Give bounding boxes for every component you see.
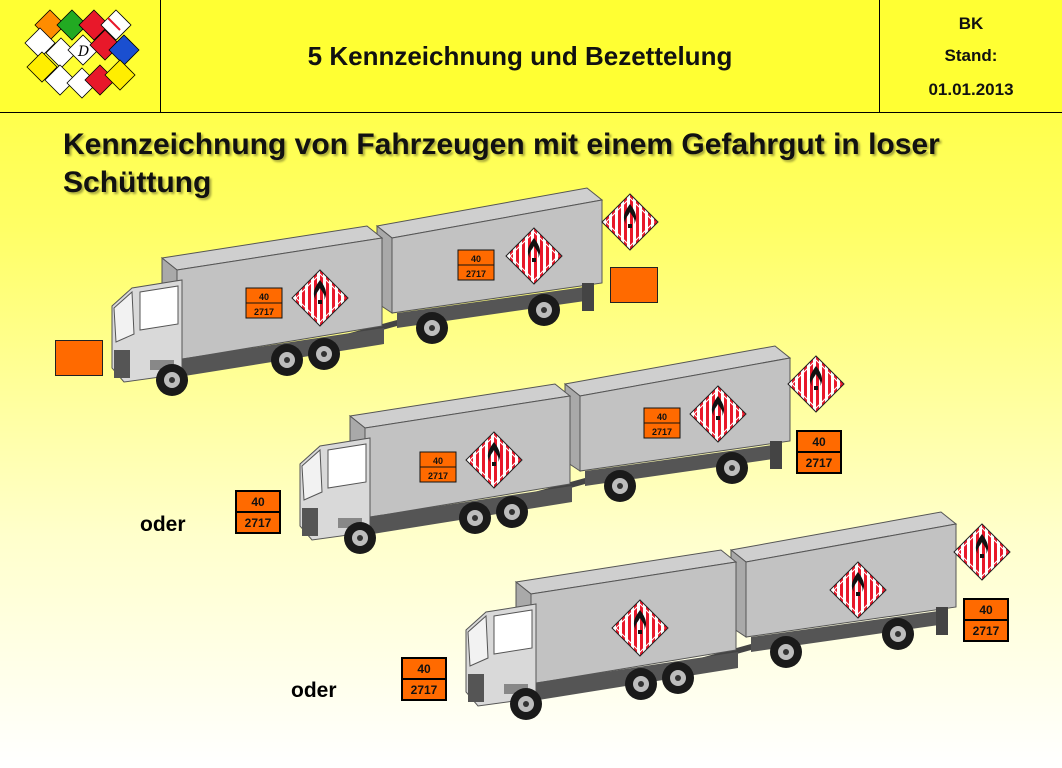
- un-number: 2717: [798, 451, 840, 472]
- stand-date: 01.01.2013: [928, 80, 1014, 99]
- hazard-number: 40: [812, 434, 826, 449]
- blank-orange-plate-rear: [610, 267, 658, 303]
- vehicle-1: [112, 188, 602, 396]
- separator-oder-1: oder: [140, 513, 186, 536]
- blank-orange-plate-front: [55, 340, 103, 376]
- vehicle-3: [466, 512, 956, 720]
- placard-icon: [787, 355, 845, 413]
- vehicle-2: [300, 346, 790, 554]
- header-title-area: 5 Kennzeichnung und Bezettelung: [161, 0, 880, 112]
- un-number: 2717: [403, 678, 445, 699]
- separator-oder-2: oder: [291, 679, 337, 702]
- header-meta-area: BK Stand: 01.01.2013: [880, 0, 1062, 112]
- un-number: 2717: [965, 619, 1007, 640]
- svg-text:D: D: [77, 44, 89, 60]
- stand-label: Stand:: [944, 46, 998, 65]
- hazard-number: 40: [417, 661, 431, 676]
- orange-plate-rear-2: 40 2717: [796, 430, 842, 474]
- slide-heading: Kennzeichnung von Fahrzeugen mit einem G…: [63, 128, 940, 199]
- dangerous-goods-labels-logo-icon: D: [24, 9, 140, 99]
- orange-plate-front-2: 40 2717: [235, 490, 281, 534]
- author-label: BK: [958, 14, 984, 33]
- placard-icon: [953, 523, 1011, 581]
- logo-area: D: [0, 0, 161, 112]
- un-number: 2717: [237, 511, 279, 532]
- hazard-number: 40: [979, 602, 993, 617]
- header-bar: D 5 Kennzeichnung und Bezettelung BK Sta…: [0, 0, 1062, 113]
- orange-plate-front-3: 40 2717: [401, 657, 447, 701]
- page-title: 5 Kennzeichnung und Bezettelung: [307, 40, 733, 71]
- placard-icon: [601, 193, 659, 251]
- hazard-number: 40: [251, 494, 265, 509]
- orange-plate-rear-3: 40 2717: [963, 598, 1009, 642]
